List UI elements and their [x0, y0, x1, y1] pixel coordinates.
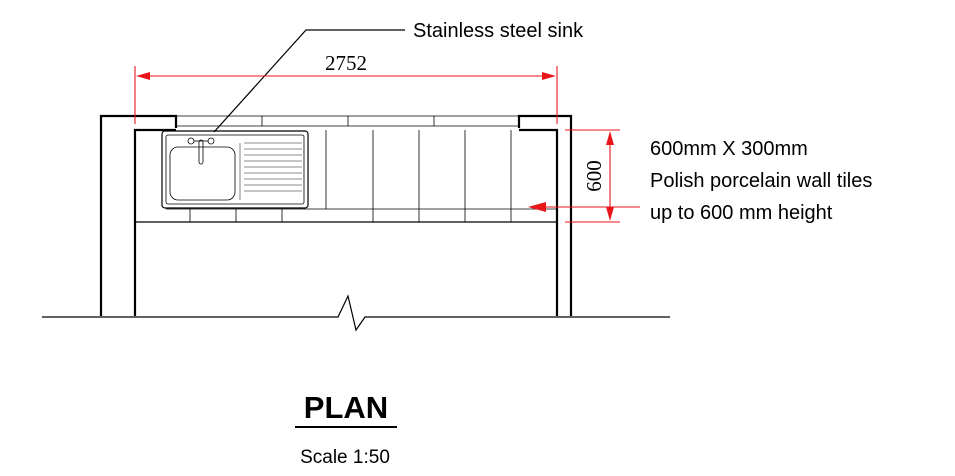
left-wall-inner: [133, 128, 176, 316]
tile-note-line3: up to 600 mm height: [650, 202, 833, 224]
stainless-steel-sink: [161, 130, 309, 209]
counter-top: [135, 115, 557, 223]
floor-line-with-break: [42, 294, 670, 332]
width-dimension-label: 2752: [325, 51, 367, 75]
width-dimension: [134, 66, 558, 124]
sink-leader-line: [213, 29, 405, 133]
tile-note-line1: 600mm X 300mm: [650, 138, 808, 160]
height-dimension-label: 600: [582, 160, 606, 192]
right-wall-inner: [519, 128, 559, 316]
height-dimension: [565, 129, 620, 223]
scale-label: Scale 1:50: [300, 447, 390, 468]
tile-note-line2: Polish porcelain wall tiles: [650, 170, 872, 192]
sink-label: Stainless steel sink: [413, 20, 584, 42]
walls: [99, 114, 573, 316]
tile-note-leader: [528, 202, 640, 212]
plan-title: PLAN: [304, 390, 388, 425]
right-wall-outer: [517, 114, 573, 316]
left-wall-outer: [99, 114, 178, 316]
wall-tiles: [166, 130, 557, 222]
